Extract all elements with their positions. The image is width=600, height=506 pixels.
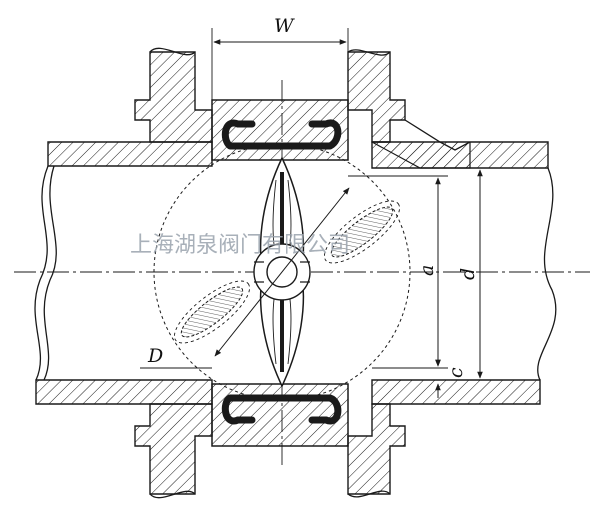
dimension-d-outer: d xyxy=(456,167,490,381)
pipe-break-lines xyxy=(34,165,557,381)
right-flange-upper xyxy=(347,49,471,169)
seal-upper xyxy=(221,119,342,150)
company-watermark: 上海湖泉阀门有限公司 xyxy=(130,233,350,258)
dimension-a-label: a xyxy=(416,265,438,276)
seal-lower xyxy=(221,394,342,425)
dimension-w: W xyxy=(211,15,349,100)
dimension-c-label: c xyxy=(445,367,467,378)
disc-open-position-lower xyxy=(173,280,251,344)
dimension-c: c xyxy=(372,352,467,398)
left-flange-lower xyxy=(134,403,213,499)
dimension-d-diameter: D xyxy=(140,187,350,369)
right-flange-lower xyxy=(347,403,406,498)
dimension-w-label: W xyxy=(274,15,295,37)
dimension-a: a xyxy=(348,175,448,369)
dimension-d-outer-label: d xyxy=(457,268,479,280)
left-flange-upper xyxy=(134,47,213,143)
valve-body-upper xyxy=(211,99,349,161)
valve-body-lower xyxy=(211,383,349,447)
disc-sweep-circle xyxy=(153,143,411,401)
disc-open-position-upper xyxy=(323,200,401,264)
dimension-d-diameter-label: D xyxy=(147,345,163,367)
pipe-lower-wall xyxy=(35,379,541,405)
